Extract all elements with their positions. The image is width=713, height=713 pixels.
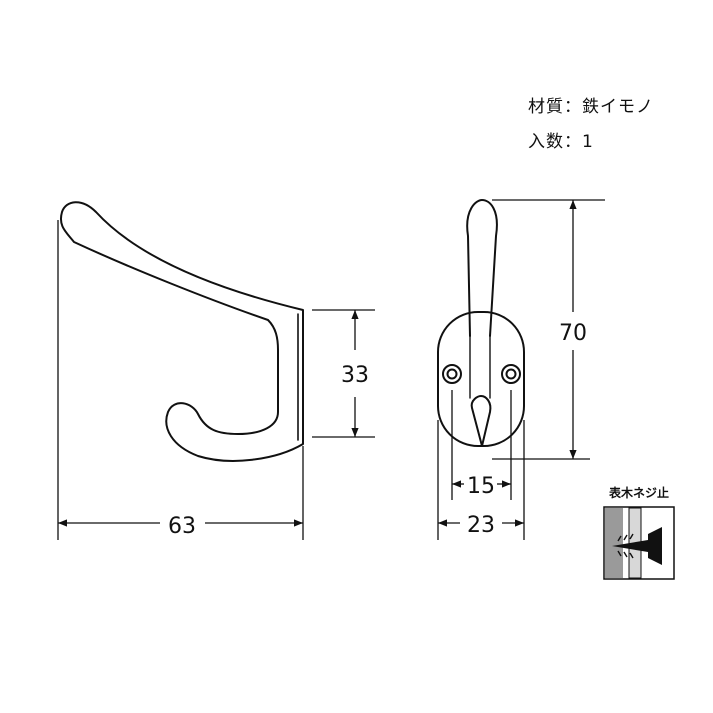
screw-hole-right-inner <box>505 368 517 380</box>
dim-hole-pitch <box>451 390 512 500</box>
quantity-spec: 入数：1 <box>528 132 594 152</box>
hook-side-outline <box>60 201 304 462</box>
wood-screw-icon <box>603 506 675 580</box>
dim-hook-depth-label: 33 <box>341 363 369 388</box>
material-spec: 材質：鉄イモノ <box>528 97 654 117</box>
side-view <box>60 201 304 462</box>
dim-height <box>492 199 605 460</box>
wall-board <box>605 508 623 578</box>
screw-head <box>648 527 662 565</box>
dim-width <box>57 220 304 540</box>
dim-height-label: 70 <box>559 321 587 346</box>
screw-thread <box>617 533 634 559</box>
dim-base-width-label: 23 <box>467 513 495 538</box>
screw-shaft <box>612 540 648 552</box>
screw-hole-left-inner <box>446 368 458 380</box>
mounting-label: 表木ネジ止 <box>608 485 669 500</box>
front-view <box>437 199 525 447</box>
dim-hook-depth <box>312 309 375 438</box>
lower-hook-tip <box>470 395 492 447</box>
dim-hole-pitch-label: 15 <box>467 474 495 499</box>
dim-width-label: 63 <box>168 514 196 539</box>
screw-hole-left <box>442 364 462 384</box>
upper-arm <box>466 199 498 337</box>
dim-base-width <box>437 420 525 540</box>
screw-hole-right <box>501 364 521 384</box>
